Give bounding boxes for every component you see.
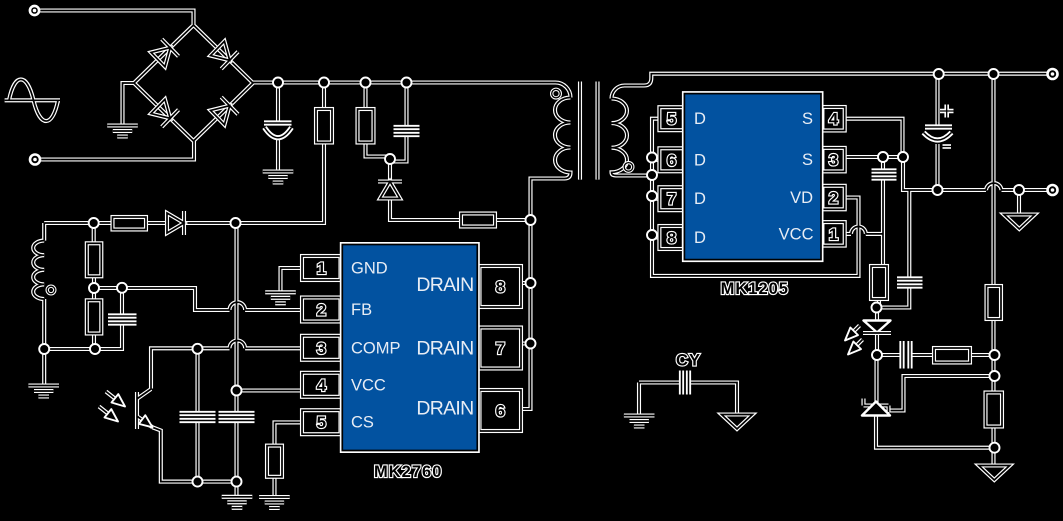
svg-text:2: 2 (317, 301, 326, 320)
svg-text:MK2760: MK2760 (374, 463, 442, 481)
svg-text:DRAIN: DRAIN (416, 338, 473, 360)
svg-text:2: 2 (829, 189, 838, 208)
svg-text:3: 3 (829, 151, 838, 170)
svg-text:5: 5 (317, 413, 326, 432)
svg-text:S: S (802, 110, 813, 128)
svg-text:CS: CS (351, 414, 374, 432)
svg-text:7: 7 (496, 339, 505, 358)
svg-text:6: 6 (667, 151, 676, 170)
svg-text:5: 5 (667, 110, 676, 129)
svg-text:4: 4 (829, 110, 839, 129)
svg-text:FB: FB (351, 301, 372, 319)
svg-text:MK1205: MK1205 (721, 280, 789, 298)
svg-text:6: 6 (496, 402, 505, 421)
svg-text:D: D (694, 151, 706, 169)
svg-text:COMP: COMP (351, 339, 401, 357)
svg-text:DRAIN: DRAIN (416, 398, 473, 420)
svg-text:CY: CY (676, 352, 701, 370)
svg-text:VD: VD (790, 189, 813, 207)
svg-text:1: 1 (829, 225, 838, 244)
svg-text:3: 3 (317, 339, 326, 358)
svg-text:D: D (694, 110, 706, 128)
svg-text:VCC: VCC (351, 376, 386, 394)
svg-text:VCC: VCC (779, 225, 814, 243)
svg-text:8: 8 (667, 229, 676, 248)
svg-text:4: 4 (317, 376, 327, 395)
svg-text:7: 7 (667, 190, 676, 209)
svg-text:8: 8 (496, 278, 505, 297)
svg-text:1: 1 (317, 259, 326, 278)
svg-text:D: D (694, 190, 706, 208)
svg-text:DRAIN: DRAIN (416, 274, 473, 296)
svg-text:S: S (802, 151, 813, 169)
svg-text:D: D (694, 229, 706, 247)
svg-text:GND: GND (351, 260, 388, 278)
